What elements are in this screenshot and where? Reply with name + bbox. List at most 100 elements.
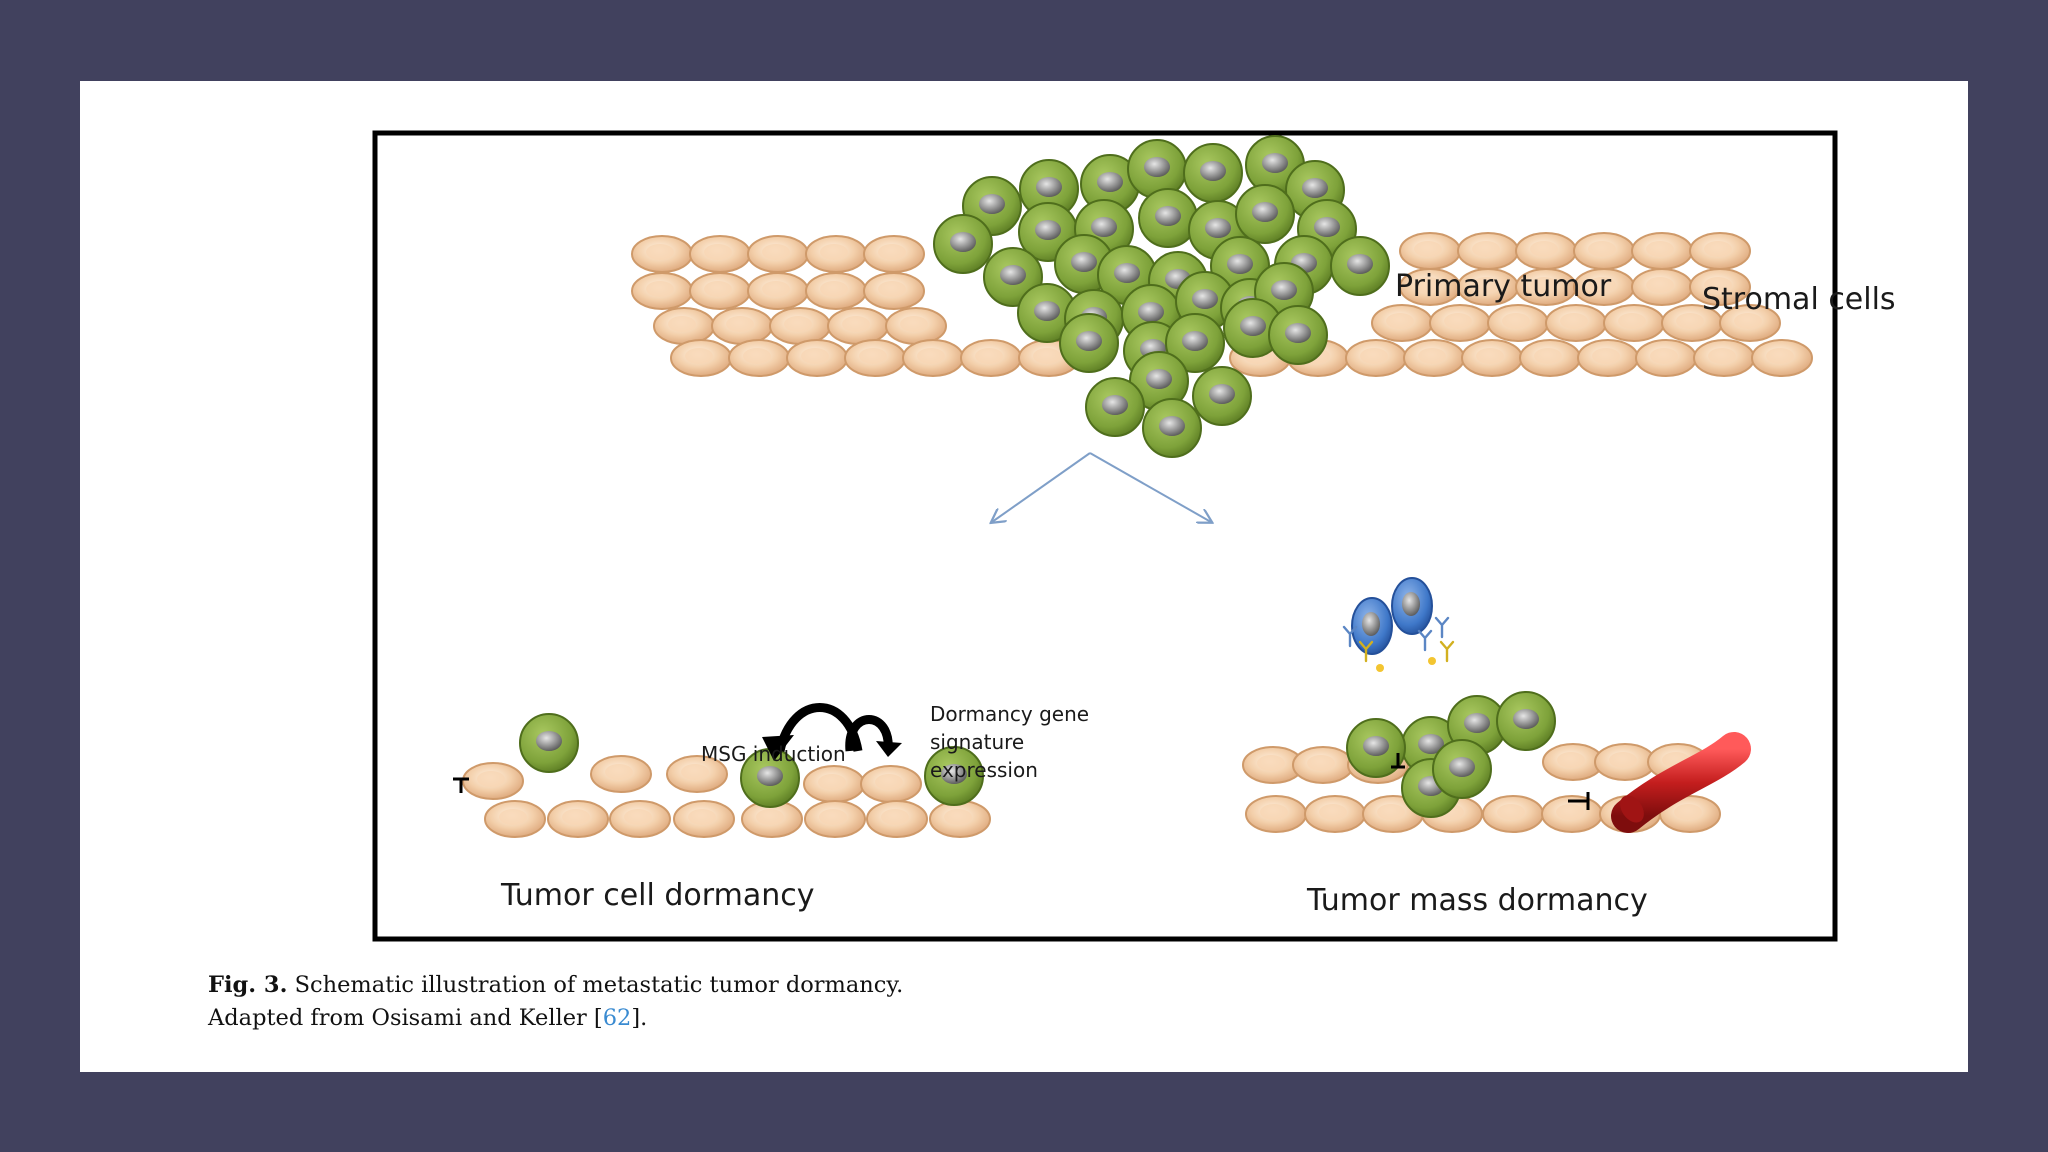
stromal-cell [1594, 743, 1656, 781]
stromal-cell [1482, 795, 1544, 833]
stromal-cell [1631, 232, 1693, 270]
tumor-cell [519, 713, 579, 773]
tumor-cell [1129, 351, 1189, 411]
tumor-cell [1165, 313, 1225, 373]
caption-adapted-from: Adapted from Osisami and Keller [ [208, 1005, 603, 1031]
inhibition-symbol [453, 777, 469, 793]
stromal-cell [711, 307, 773, 345]
stromal-cell [1573, 232, 1635, 270]
tumor-cell [1059, 313, 1119, 373]
tumor-cell [1268, 305, 1328, 365]
stromal-cell [1635, 339, 1697, 377]
tumor-cell [1223, 298, 1283, 358]
stromal-cell [804, 800, 866, 838]
stromal-cell [653, 307, 715, 345]
stromal-cell [1751, 339, 1813, 377]
stromal-cell [769, 307, 831, 345]
stromal-cell [1689, 232, 1751, 270]
stromal-cell [805, 272, 867, 310]
caption-line-1: Fig. 3. Schematic illustration of metast… [208, 969, 903, 1002]
stromal-cell [631, 235, 693, 273]
stromal-cell [462, 762, 524, 800]
stromal-cell [666, 755, 728, 793]
stromal-cell [1371, 304, 1433, 342]
stromal-cell [673, 800, 735, 838]
label-msg-induction: MSG induction [701, 742, 846, 766]
stromal-cell [1519, 339, 1581, 377]
tumor-cell [1330, 236, 1390, 296]
caption-figure-label: Fig. 3. [208, 972, 288, 998]
stromal-cell [1693, 339, 1755, 377]
dormancy-loop-arrow [845, 715, 902, 757]
figure-caption: Fig. 3. Schematic illustration of metast… [208, 969, 903, 1035]
stromal-cell [1345, 339, 1407, 377]
stromal-cell [689, 272, 751, 310]
stromal-cell [827, 307, 889, 345]
slide: Primary tumor Stromal cells MSG inductio… [80, 81, 1968, 1072]
tumor-cell [1142, 398, 1202, 458]
label-dormancy-expression: expression [930, 758, 1038, 782]
stromal-cell [747, 235, 809, 273]
stromal-cell [860, 765, 922, 803]
cytokine-dots [1376, 657, 1436, 672]
stromal-cell [863, 272, 925, 310]
stromal-cell [1429, 304, 1491, 342]
immune-cells [1351, 577, 1433, 655]
tumor-cell [1183, 143, 1243, 203]
label-primary-tumor: Primary tumor [1395, 269, 1612, 304]
stromal-cell [609, 800, 671, 838]
blood-vessel [1611, 732, 1751, 833]
caption-reference-link[interactable]: 62 [602, 1005, 632, 1031]
stromal-cell [902, 339, 964, 377]
label-tumor-mass-dormancy: Tumor mass dormancy [1306, 883, 1648, 918]
stromal-cell [547, 800, 609, 838]
stromal-cell [1689, 268, 1751, 306]
stromal-cell [1573, 268, 1635, 306]
stromal-cell [747, 272, 809, 310]
stromal-cell [929, 800, 991, 838]
stromal-cell [1515, 232, 1577, 270]
tumor-cell [1192, 366, 1252, 426]
stromal-cell [1603, 304, 1665, 342]
tumor-cell [1080, 154, 1140, 214]
tumor-cell [933, 214, 993, 274]
antibody-icons [1342, 616, 1455, 663]
stromal-cell [741, 800, 803, 838]
stromal-cell [866, 800, 928, 838]
tumor-cell [1017, 283, 1077, 343]
tumor-cell [1346, 718, 1406, 778]
stromal-cell [1542, 743, 1604, 781]
stromal-cell [1461, 339, 1523, 377]
tumor-cell [1496, 691, 1556, 751]
stromal-cell [1457, 232, 1519, 270]
stromal-cell [1403, 339, 1465, 377]
label-tumor-cell-dormancy: Tumor cell dormancy [500, 878, 814, 913]
stromal-cell [590, 755, 652, 793]
stromal-cell [885, 307, 947, 345]
stromal-cell [786, 339, 848, 377]
caption-title: Schematic illustration of metastatic tum… [294, 972, 904, 998]
caption-suffix: ]. [631, 1005, 648, 1031]
stromal-cell [1719, 304, 1781, 342]
dissemination-arrows [992, 452, 1211, 522]
label-dormancy-signature: signature [930, 730, 1024, 754]
stromal-cell [1292, 746, 1354, 784]
tumor-cell [1432, 739, 1492, 799]
tumor-cell [1235, 184, 1295, 244]
stromal-cell [1242, 746, 1304, 784]
stromal-cell [728, 339, 790, 377]
stromal-cell [670, 339, 732, 377]
stromal-cell [803, 765, 865, 803]
stromal-cell [805, 235, 867, 273]
stromal-cell [863, 235, 925, 273]
caption-line-2: Adapted from Osisami and Keller [62]. [208, 1002, 903, 1035]
stromal-cell [689, 235, 751, 273]
tumor-cell [1085, 377, 1145, 437]
stromal-cell [844, 339, 906, 377]
stromal-cell [631, 272, 693, 310]
tumor-cell-cluster [519, 135, 1556, 818]
label-dormancy-gene: Dormancy gene [930, 702, 1089, 726]
stromal-cell [1659, 795, 1721, 833]
stromal-cell [1487, 304, 1549, 342]
stromal-cell [1304, 795, 1366, 833]
